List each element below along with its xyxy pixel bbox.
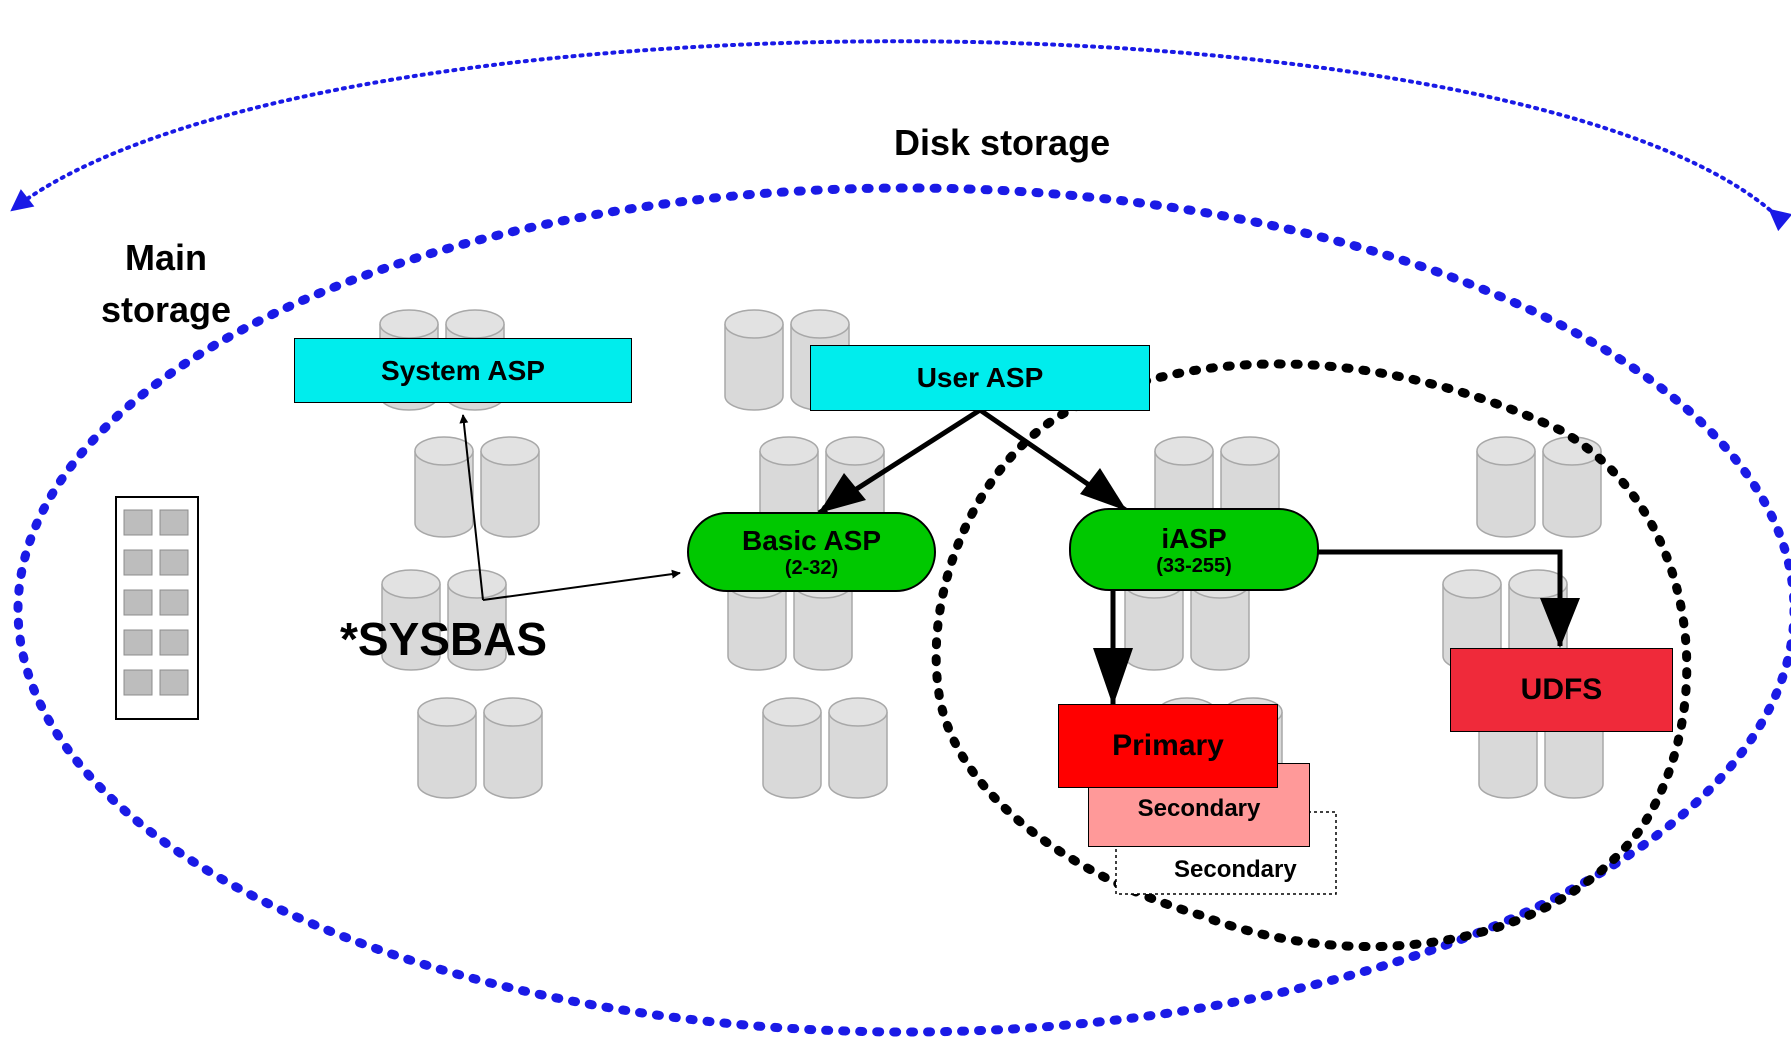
basic-asp-range: (2-32)	[784, 557, 839, 579]
iasp-label: iASP	[1161, 522, 1227, 554]
disk-stack-udfs	[1442, 436, 1604, 799]
primary-box: Primary	[1058, 704, 1278, 788]
disk-storage-title: Disk storage	[894, 122, 1111, 163]
secondary-dotted-label: Secondary	[1174, 856, 1297, 883]
udfs-box: UDFS	[1450, 648, 1673, 732]
main-storage-arc	[10, 39, 1791, 232]
main-storage-title: Main storage	[100, 237, 232, 330]
iasp-range: (33-255)	[1156, 554, 1232, 577]
disk-storage-boundary	[13, 183, 1791, 1037]
sysbas-label: *SYSBAS	[340, 613, 548, 665]
basic-asp-label: Basic ASP	[741, 525, 882, 556]
memory-module-icon	[115, 496, 199, 720]
arrowheads	[819, 468, 1580, 706]
basic-asp-pool: Basic ASP (2-32)	[687, 512, 936, 592]
user-asp-box: User ASP	[810, 345, 1150, 411]
system-asp-box: System ASP	[294, 338, 632, 403]
iasp-pool: iASP (33-255)	[1069, 508, 1319, 591]
iasp-boundary	[931, 359, 1692, 951]
